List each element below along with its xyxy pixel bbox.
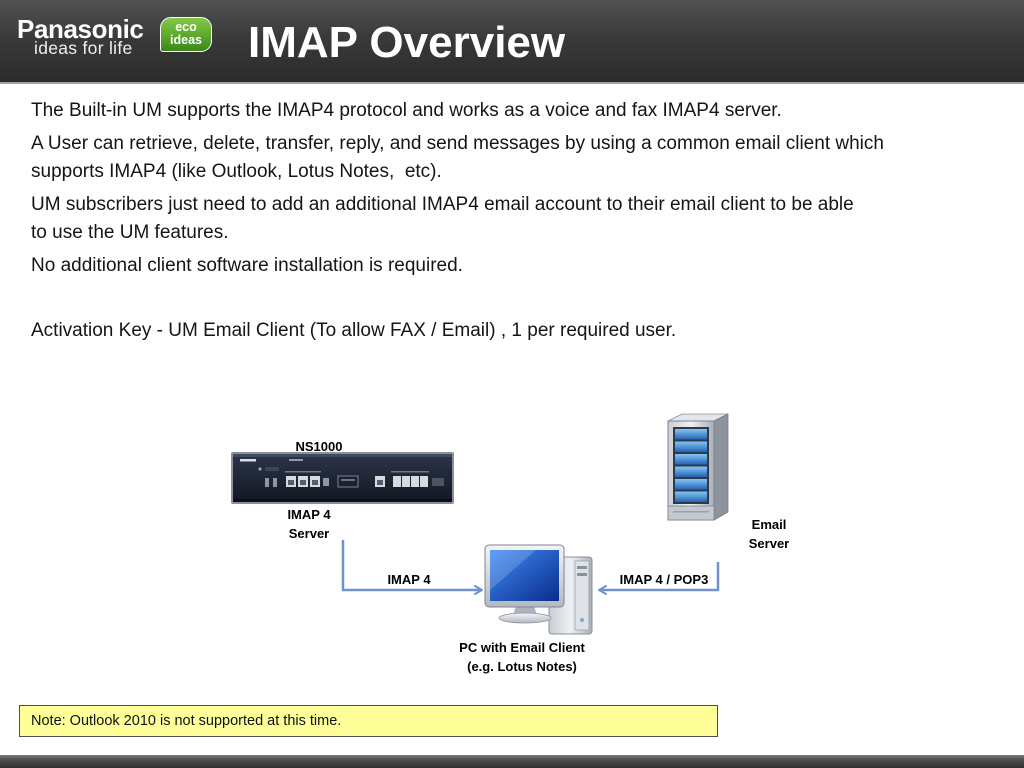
- paragraph-user-actions: A User can retrieve, delete, transfer, r…: [31, 130, 1001, 186]
- server-tower-icon: [667, 413, 729, 521]
- link-label-imap4: IMAP 4: [387, 572, 431, 587]
- paragraph-subscriber-setup: UM subscribers just need to add an addit…: [31, 191, 1001, 247]
- email-server-label-line-1: Email: [752, 517, 787, 532]
- ns1000-role-line-2: Server: [289, 526, 329, 541]
- blank-line: [31, 285, 1001, 317]
- panasonic-logo-wordmark: Panasonic: [17, 14, 144, 44]
- body-text-line: No additional client software installati…: [31, 255, 463, 276]
- ns1000-role-line-1: IMAP 4: [287, 507, 331, 522]
- paragraph-imap4-support: The Built-in UM supports the IMAP4 proto…: [31, 97, 1001, 125]
- logo-tagline: ideas for life: [34, 38, 133, 58]
- slide-footer-bar: [0, 755, 1024, 768]
- body-text-line: The Built-in UM supports the IMAP4 proto…: [31, 100, 782, 121]
- body-text-line: supports IMAP4 (like Outlook, Lotus Note…: [31, 161, 442, 182]
- body-text-line: A User can retrieve, delete, transfer, r…: [31, 133, 884, 154]
- badge-line-2: ideas: [170, 33, 202, 47]
- note-box: Note: Outlook 2010 is not supported at t…: [19, 705, 718, 737]
- pc-label-line-1: PC with Email Client: [459, 640, 585, 655]
- slide-title: IMAP Overview: [248, 18, 566, 67]
- body-text-line: UM subscribers just need to add an addit…: [31, 194, 854, 215]
- pc-label-line-2: (e.g. Lotus Notes): [467, 659, 577, 674]
- link-label-imap4-pop3: IMAP 4 / POP3: [620, 572, 709, 587]
- email-server-label-line-2: Server: [749, 536, 789, 551]
- slide-body: The Built-in UM supports the IMAP4 proto…: [31, 97, 1001, 350]
- paragraph-activation-key: Activation Key - UM Email Client (To all…: [31, 317, 1001, 345]
- pbx-device-icon: [231, 452, 454, 504]
- badge-line-1: eco: [175, 20, 197, 34]
- ns1000-label: NS1000: [296, 439, 343, 454]
- connector-server-to-pc: [598, 562, 720, 595]
- body-text-line: to use the UM features.: [31, 222, 229, 243]
- slide-header: Panasonic ideas for life eco ideas IMAP …: [0, 0, 1024, 84]
- paragraph-no-install: No additional client software installati…: [31, 252, 1001, 280]
- body-text-line: Activation Key - UM Email Client (To all…: [31, 320, 677, 341]
- desktop-computer-icon: [484, 544, 593, 635]
- connector-ns1000-to-pc: [341, 540, 483, 595]
- eco-ideas-badge-icon: eco ideas: [160, 17, 212, 52]
- imap-network-diagram: NS1000 IMAP 4 Server: [231, 413, 789, 674]
